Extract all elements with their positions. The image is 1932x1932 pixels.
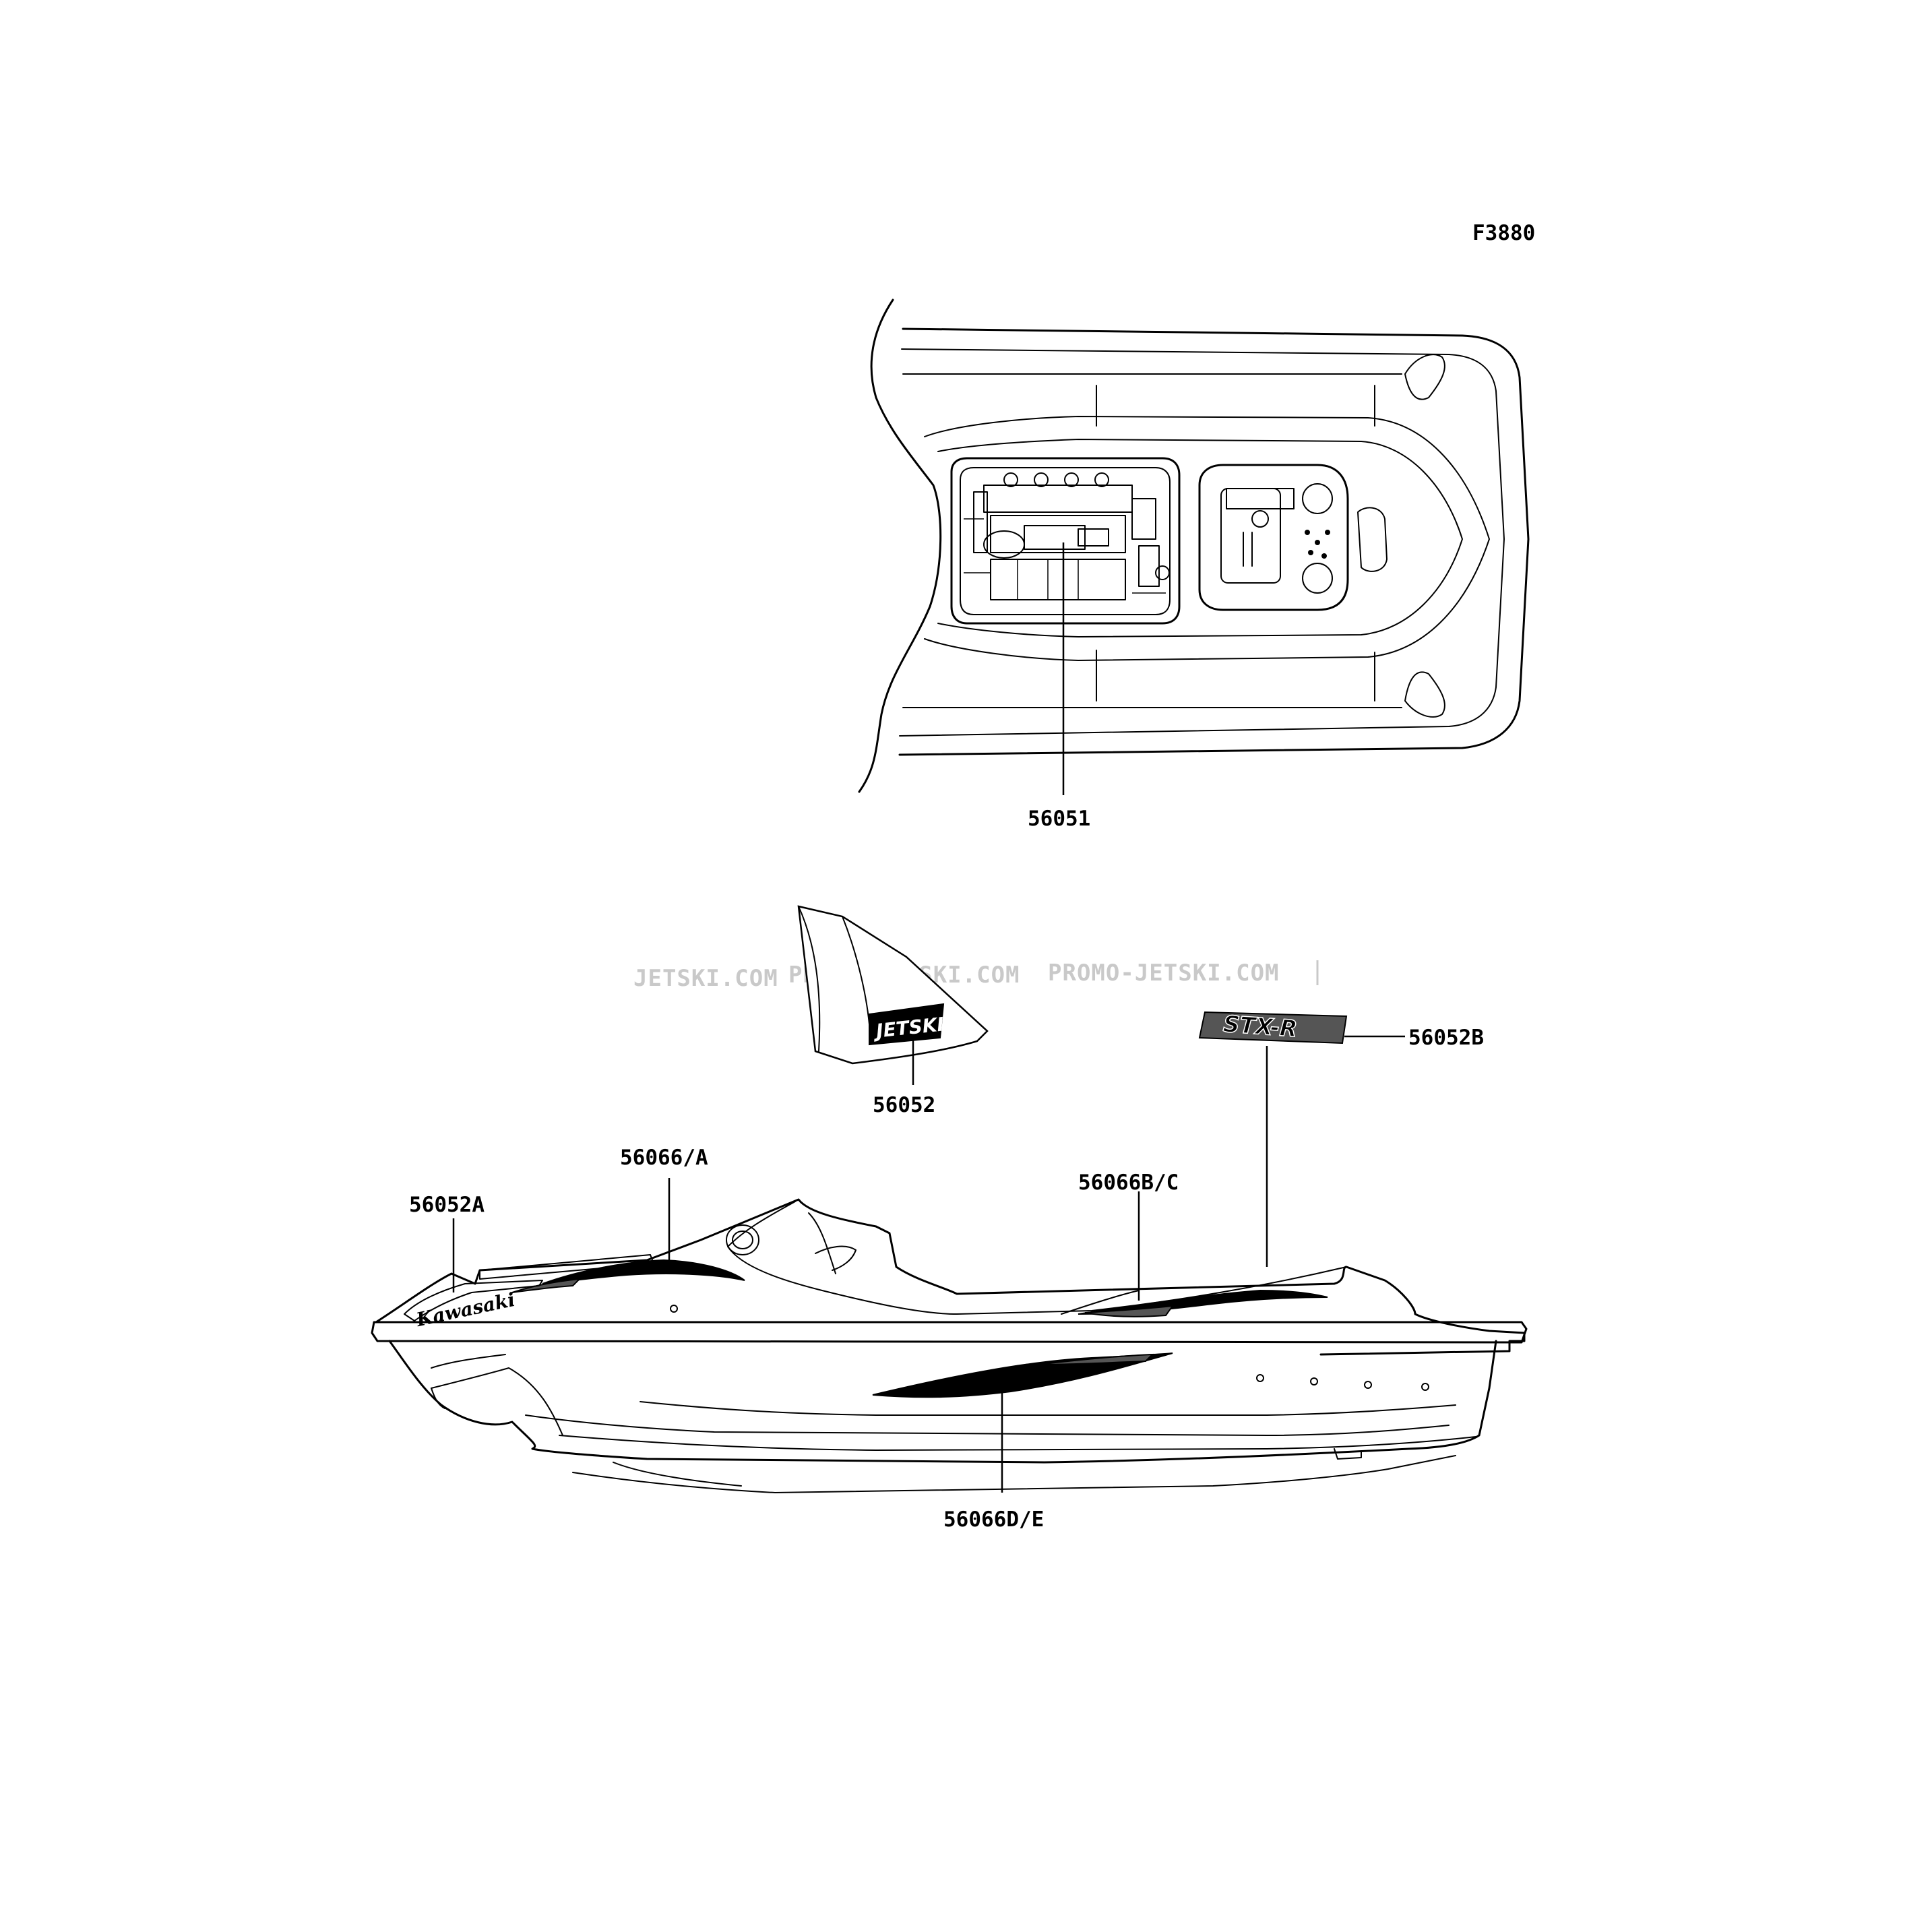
steering-cover-decal: JETSKI (797, 905, 989, 1085)
figure-code: F3880 (1472, 221, 1535, 245)
callout-56051: 56051 (1028, 807, 1090, 831)
stxr-decal: STX-R (1198, 1010, 1405, 1267)
callout-56066a: 56066/A (620, 1146, 708, 1170)
callout-56052a: 56052A (409, 1193, 485, 1217)
top-view-deck (858, 299, 1530, 795)
side-view-hull: Kawasaki (371, 1178, 1528, 1493)
watermark-3: PROMO-JETSKI.COM (1048, 960, 1280, 987)
engine-detail (964, 472, 1170, 600)
stxr-logo-text: STX-R (1222, 1011, 1299, 1043)
callout-56066de: 56066D/E (943, 1507, 1044, 1532)
callout-56066bc: 56066B/C (1078, 1171, 1179, 1195)
callout-56052b: 56052B (1408, 1026, 1484, 1050)
watermark-1: JETSKI.COM (633, 965, 778, 992)
callout-56052: 56052 (873, 1093, 935, 1117)
